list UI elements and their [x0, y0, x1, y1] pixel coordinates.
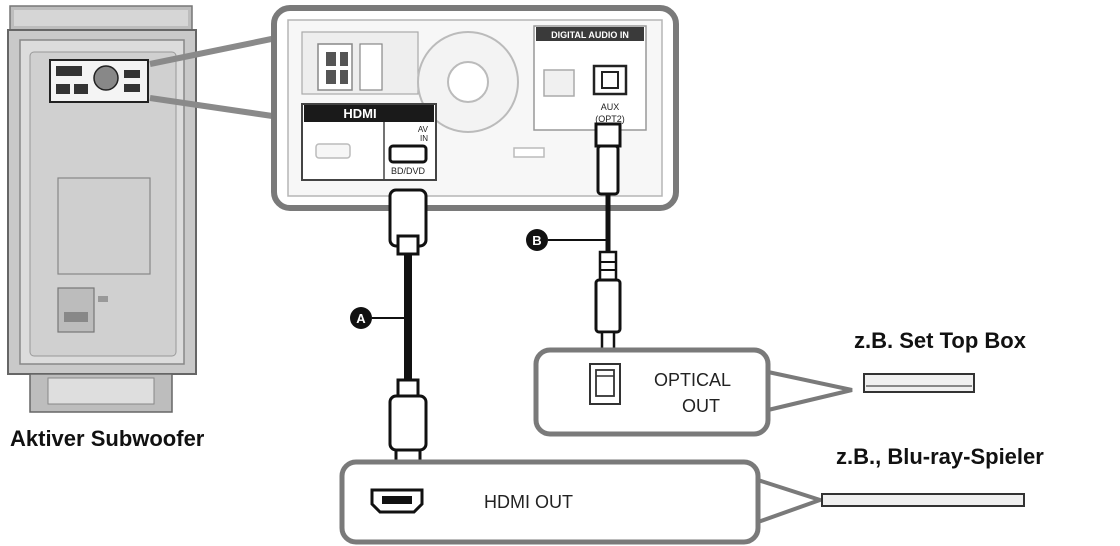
- callout-lines: [149, 33, 287, 121]
- optical-out-label-line2: OUT: [682, 396, 720, 416]
- fan-icon: [417, 31, 519, 133]
- set-top-box-device: [863, 373, 975, 393]
- hdmi-cable: A: [350, 188, 428, 464]
- optical-out-label-line1: OPTICAL: [654, 370, 732, 390]
- bluray-callout: [339, 459, 827, 545]
- bluray-label: z.B., Blu-ray-Spieler: [836, 444, 1044, 469]
- aux-label: AUX: [601, 102, 620, 112]
- hdmi-port-icon: [370, 488, 424, 514]
- in-label: IN: [420, 134, 428, 143]
- set-top-box-label: z.B. Set Top Box: [854, 328, 1026, 353]
- optical-cable: B: [526, 122, 622, 354]
- subwoofer-label: Aktiver Subwoofer: [10, 426, 205, 451]
- aux-opt-label: (OPT2): [595, 114, 625, 124]
- bluray-device: [821, 493, 1025, 507]
- hdmi-out-label: HDMI OUT: [484, 492, 573, 512]
- av-label: AV: [418, 125, 429, 134]
- cable-a-marker: A: [356, 311, 366, 326]
- set-top-box-callout: [533, 347, 853, 437]
- cable-b-marker: B: [532, 233, 541, 248]
- rear-panel-enlarged: DIGITAL AUDIO IN AUX (OPT2) HDMI AV IN B…: [271, 5, 679, 211]
- digital-audio-in-label: DIGITAL AUDIO IN: [551, 30, 629, 40]
- subwoofer-illustration: [7, 5, 197, 413]
- bd-dvd-label: BD/DVD: [391, 166, 426, 176]
- hdmi-logo: HDMI: [343, 106, 376, 121]
